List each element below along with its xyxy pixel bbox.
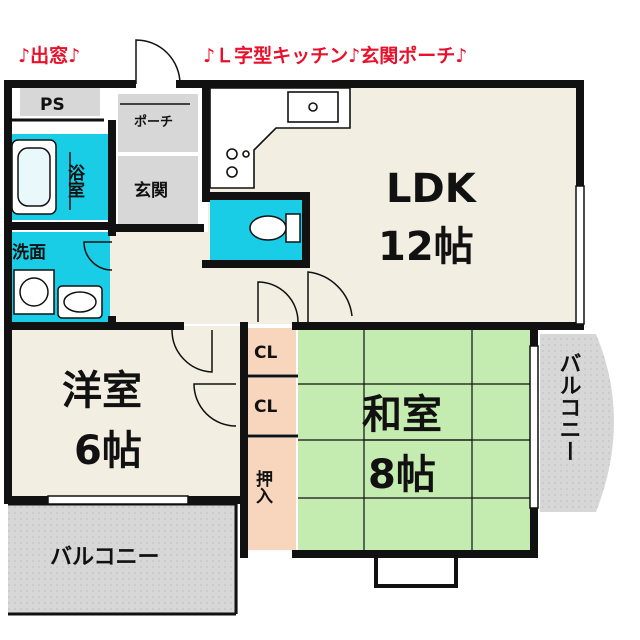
entrance-label: 玄関 — [134, 180, 168, 201]
washbasin — [57, 285, 103, 319]
washroom-label: 洗面 — [12, 242, 46, 263]
kitchen-counter — [209, 87, 351, 189]
closet-2-floor — [240, 378, 296, 434]
japanese-room-size-label: 8帖 — [368, 452, 436, 498]
western-room-label: 洋室 — [62, 368, 142, 414]
oshiire-label: 押入 — [252, 469, 273, 504]
bath-label: 浴室 — [64, 163, 85, 198]
ps-label: PS — [40, 95, 65, 115]
ldk-size-label: 12帖 — [378, 224, 474, 270]
western-room-size-label: 6帖 — [74, 428, 142, 474]
balcony-bottom-label: バルコニー — [50, 545, 160, 570]
toilet — [249, 213, 301, 243]
closet-2-label: CL — [254, 397, 277, 417]
windows — [47, 185, 585, 588]
entrance-floor — [118, 156, 198, 228]
closet-1-floor — [240, 328, 296, 374]
closet-1-label: CL — [254, 343, 277, 363]
japanese-room-label: 和室 — [362, 392, 442, 438]
balcony-right-label: バルコニー — [556, 352, 581, 462]
ldk-label: LDK — [386, 166, 478, 212]
oshiire-floor — [244, 438, 296, 550]
feature-l-kitchen-porch: ♪Ｌ字型キッチン♪玄関ポーチ♪ — [203, 44, 467, 67]
porch-label: ポーチ — [134, 114, 173, 130]
door-swings — [69, 39, 353, 427]
western-room-floor — [8, 326, 240, 498]
balcony-bottom-floor — [8, 504, 238, 614]
tatami-lines — [298, 326, 534, 554]
bathtub — [11, 139, 57, 215]
washing-machine-space — [13, 269, 55, 315]
ps-floor — [20, 88, 100, 116]
feature-bay-window: ♪出窓♪ — [18, 44, 80, 67]
balcony-right-floor — [540, 334, 614, 512]
